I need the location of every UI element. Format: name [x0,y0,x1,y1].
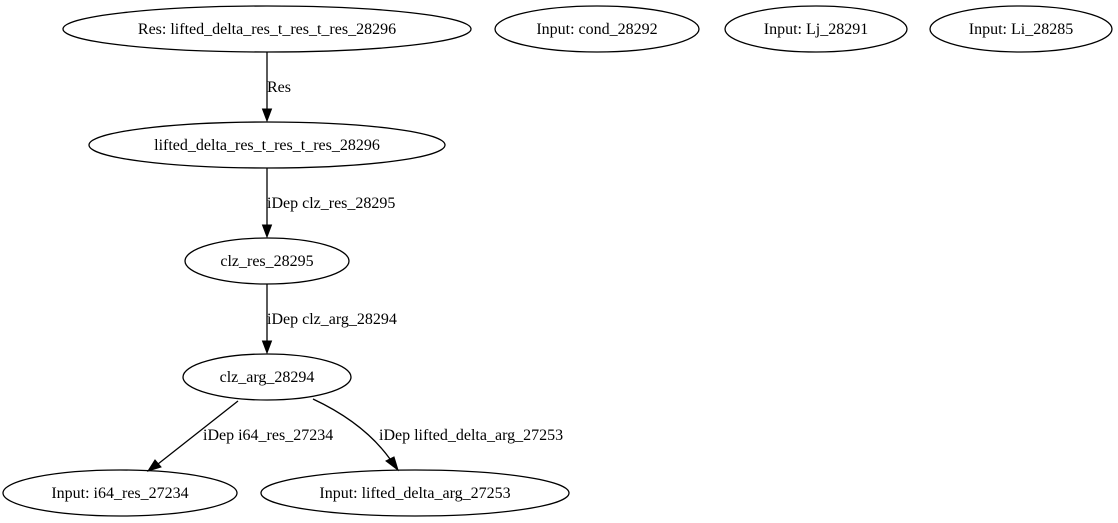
edge-idep-i64-res-arrow [146,459,162,472]
node-input-i64-label: Input: i64_res_27234 [51,485,188,502]
node-clz-res-shape [184,237,350,285]
node-clz-arg-label: clz_arg_28294 [220,369,315,386]
node-clz-arg[interactable]: clz_arg_28294 [182,353,352,401]
edge-idep-lifted-arg: iDep lifted_delta_arg_27253 [312,398,563,472]
edge-idep-clz-res: iDep clz_res_28295 [261,168,395,239]
edge-idep-lifted-arg-label: iDep lifted_delta_arg_27253 [379,427,563,444]
edge-res-arrow [261,108,273,123]
edge-idep-lifted-arg-path [312,398,391,460]
edge-idep-i64-res: iDep i64_res_27234 [146,400,333,472]
node-input-cond-label: Input: cond_28292 [536,21,657,38]
edge-idep-i64-res-label: iDep i64_res_27234 [203,427,333,444]
node-input-li-label: Input: Li_28285 [969,21,1073,38]
edge-idep-clz-arg-arrow [261,340,273,355]
node-input-i64-shape [2,469,238,517]
edge-idep-clz-res-label: iDep clz_res_28295 [267,195,395,212]
edge-idep-i64-res-path [157,400,239,465]
edge-idep-clz-res-arrow [261,224,273,239]
node-clz-arg-shape [182,353,352,401]
node-lifted[interactable]: lifted_delta_res_t_res_t_res_28296 [88,121,446,169]
node-res-label: Res: lifted_delta_res_t_res_t_res_28296 [138,21,396,38]
node-input-i64[interactable]: Input: i64_res_27234 [2,469,238,517]
node-lifted-shape [88,121,446,169]
edge-idep-lifted-arg-arrow [385,456,399,472]
node-input-li-shape [929,5,1113,53]
node-clz-res[interactable]: clz_res_28295 [184,237,350,285]
node-clz-res-label: clz_res_28295 [220,253,313,270]
edge-res: Res [261,52,291,123]
graph-edges: Res iDep clz_res_28295 iDep clz_arg_2829… [146,52,563,472]
graph-nodes: Res: lifted_delta_res_t_res_t_res_28296 … [2,5,1113,517]
node-input-li[interactable]: Input: Li_28285 [929,5,1113,53]
node-lifted-label: lifted_delta_res_t_res_t_res_28296 [154,137,380,154]
node-input-lj-shape [724,5,908,53]
node-res[interactable]: Res: lifted_delta_res_t_res_t_res_28296 [62,5,472,53]
node-input-lj[interactable]: Input: Lj_28291 [724,5,908,53]
node-input-lj-label: Input: Lj_28291 [764,21,868,38]
edge-idep-clz-arg-label: iDep clz_arg_28294 [267,311,397,328]
node-input-cond[interactable]: Input: cond_28292 [494,5,700,53]
edge-res-label: Res [267,79,291,96]
node-input-lifted-arg-label: Input: lifted_delta_arg_27253 [319,485,510,502]
node-res-shape [62,5,472,53]
node-input-cond-shape [494,5,700,53]
node-input-lifted-arg[interactable]: Input: lifted_delta_arg_27253 [260,469,570,517]
node-input-lifted-arg-shape [260,469,570,517]
edge-idep-clz-arg: iDep clz_arg_28294 [261,284,397,355]
